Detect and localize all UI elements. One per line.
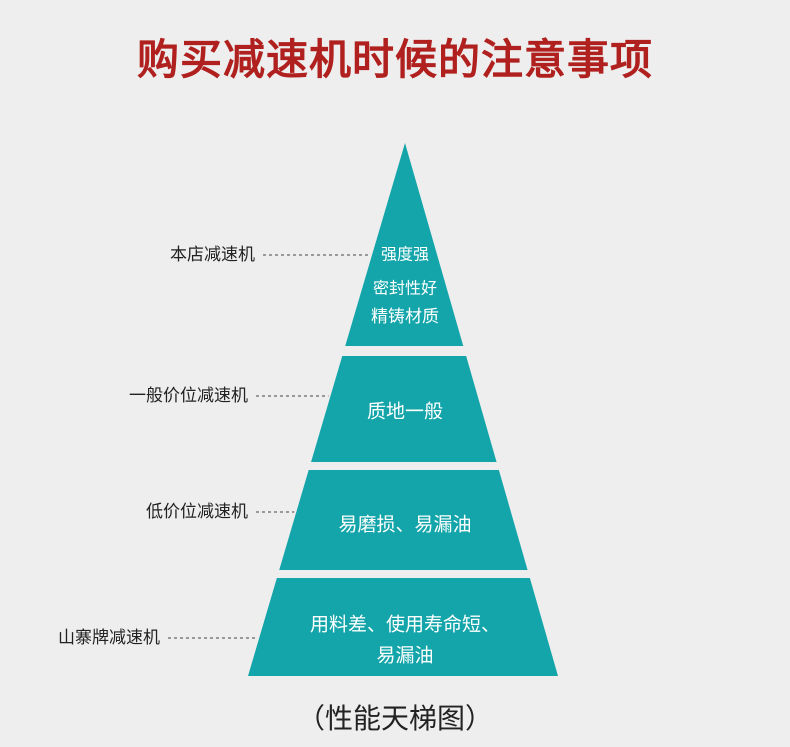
- tier-label: 本店减速机: [170, 245, 255, 265]
- tier-shape: [311, 356, 497, 462]
- tier-description-line: 强度强: [381, 245, 429, 264]
- tier-description-line: 质地一般: [367, 401, 443, 423]
- tier-description-line: 易漏油: [376, 645, 433, 667]
- tier-label: 山寨牌减速机: [58, 628, 160, 648]
- tier-description-line: 密封性好: [373, 279, 437, 298]
- tier-label: 一般价位减速机: [129, 386, 248, 406]
- tier-shape: [345, 143, 464, 346]
- pyramid-tier-4: 用料差、使用寿命短、易漏油 山寨牌减速机: [58, 578, 558, 676]
- pyramid-tier-2: 质地一般 一般价位减速机: [129, 356, 497, 462]
- pyramid-tier-3: 易磨损、易漏油 低价位减速机: [146, 470, 528, 570]
- pyramid-caption: （性能天梯图）: [296, 702, 493, 735]
- tier-shape: [279, 470, 528, 570]
- page-title: 购买减速机时候的注意事项: [136, 35, 653, 84]
- tier-description-line: 用料差、使用寿命短、: [310, 614, 500, 636]
- tier-description-line: 易磨损、易漏油: [338, 514, 471, 536]
- tier-shape: [248, 578, 558, 676]
- tier-label: 低价位减速机: [146, 502, 248, 522]
- tier-description-line: 精铸材质: [371, 307, 439, 327]
